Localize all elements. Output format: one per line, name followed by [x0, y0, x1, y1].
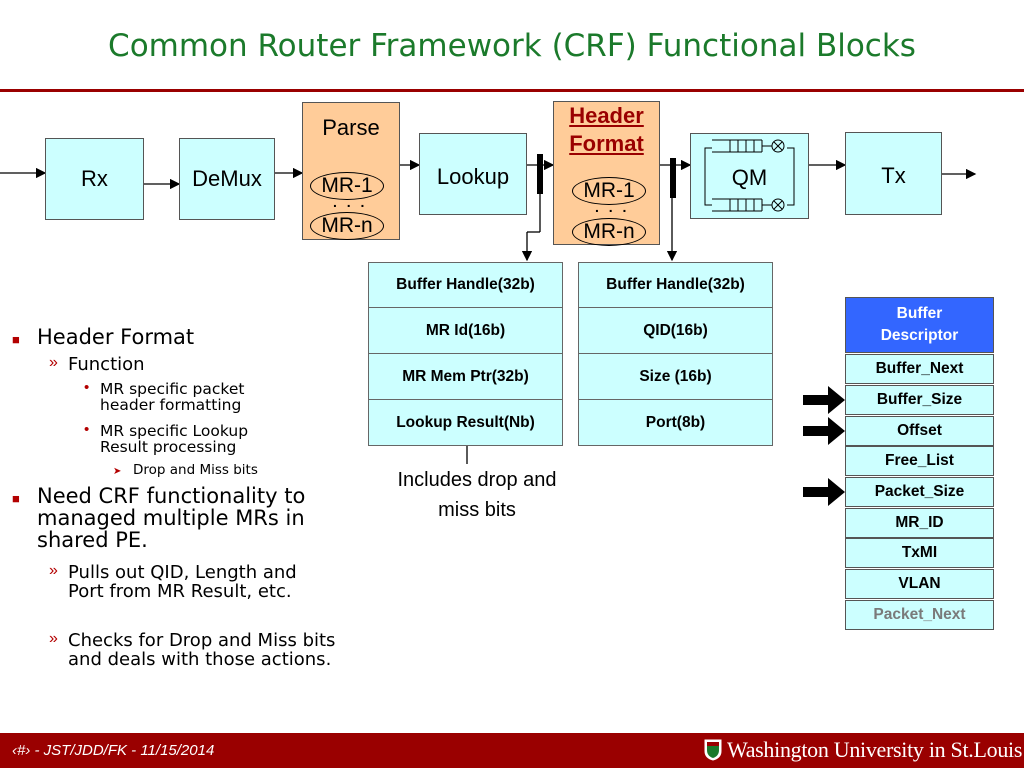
rx-block: Rx — [45, 138, 144, 220]
demux-block: DeMux — [179, 138, 275, 220]
right-table-cell: Port(8b) — [578, 400, 773, 446]
parse-mr1: MR-1 — [310, 172, 384, 200]
queue-icon — [704, 139, 795, 212]
lookup-separator — [537, 154, 543, 194]
arrow-buffer-size — [803, 386, 845, 414]
bullet-mr-specific-lookup: MR specific Lookup Result processing — [100, 422, 249, 457]
parse-mrn: MR-n — [310, 212, 384, 240]
slide-title: Common Router Framework (CRF) Functional… — [108, 28, 916, 64]
bullet-function: Function — [68, 354, 145, 375]
left-table-cell: Buffer Handle(32b) — [368, 262, 563, 308]
descriptor-field: Free_List — [845, 446, 994, 476]
bullet-dot-icon: • — [84, 379, 90, 396]
arrow-offset — [803, 417, 845, 445]
tx-block: Tx — [845, 132, 942, 215]
bullet-pulls-out: Pulls out QID, Length and Port from MR R… — [68, 562, 297, 602]
left-table-cell: MR Id(16b) — [368, 308, 563, 354]
descriptor-field: Buffer_Next — [845, 354, 994, 384]
bullet-checks-drop: Checks for Drop and Miss bits and deals … — [68, 630, 336, 670]
bullet-header-format: Header Format — [37, 325, 195, 349]
descriptor-field: Packet_Size — [845, 477, 994, 507]
bullet-chevron-icon: » — [49, 354, 58, 371]
footer-bar — [0, 733, 1024, 768]
header-format-line1: Header — [569, 103, 644, 128]
parse-label: Parse — [322, 115, 380, 140]
header-format-line2: Format — [569, 131, 644, 156]
university-name: Washington University in St.Louis — [727, 737, 1023, 762]
bullet-drop-miss: Drop and Miss bits — [133, 462, 258, 478]
bullet-mr-specific-formatting: MR specific packet header formatting — [100, 380, 245, 415]
descriptor-field: MR_ID — [845, 508, 994, 538]
bullet-chevron-icon: » — [49, 562, 58, 579]
footer-text: ‹#› - JST/JDD/FK - 11/15/2014 — [12, 742, 215, 759]
right-table-cell: QID(16b) — [578, 308, 773, 354]
header-mr1: MR-1 — [572, 177, 646, 205]
left-table-cell: Lookup Result(Nb) — [368, 400, 563, 446]
university-shield-icon — [704, 739, 722, 761]
left-table-cell: MR Mem Ptr(32b) — [368, 354, 563, 400]
descriptor-field: Offset — [845, 416, 994, 446]
descriptor-field-faded: Packet_Next — [845, 600, 994, 630]
descriptor-field: TxMI — [845, 538, 994, 568]
bullet-need-crf: Need CRF functionality to managed multip… — [37, 484, 306, 553]
bullet-square-icon: ■ — [12, 332, 20, 347]
callout-text: Includes drop and miss bits — [397, 469, 557, 521]
header-separator — [670, 158, 676, 198]
arrow-packet-size — [803, 478, 845, 506]
title-rule — [0, 89, 1024, 92]
descriptor-header: Buffer Descriptor — [845, 297, 994, 353]
parse-dots: . . . — [333, 194, 368, 210]
bullet-arrowhead-icon: ➤ — [113, 466, 122, 477]
bullet-square-icon: ■ — [12, 491, 20, 506]
descriptor-field: VLAN — [845, 569, 994, 599]
header-mrn: MR-n — [572, 218, 646, 246]
bullet-dot-icon: • — [84, 421, 90, 438]
qm-label: QM — [731, 165, 768, 190]
header-dots: . . . — [595, 199, 630, 215]
bullet-chevron-icon: » — [49, 630, 58, 647]
lookup-block: Lookup — [419, 133, 527, 215]
right-table-cell: Size (16b) — [578, 354, 773, 400]
right-table-cell: Buffer Handle(32b) — [578, 262, 773, 308]
descriptor-field: Buffer_Size — [845, 385, 994, 415]
